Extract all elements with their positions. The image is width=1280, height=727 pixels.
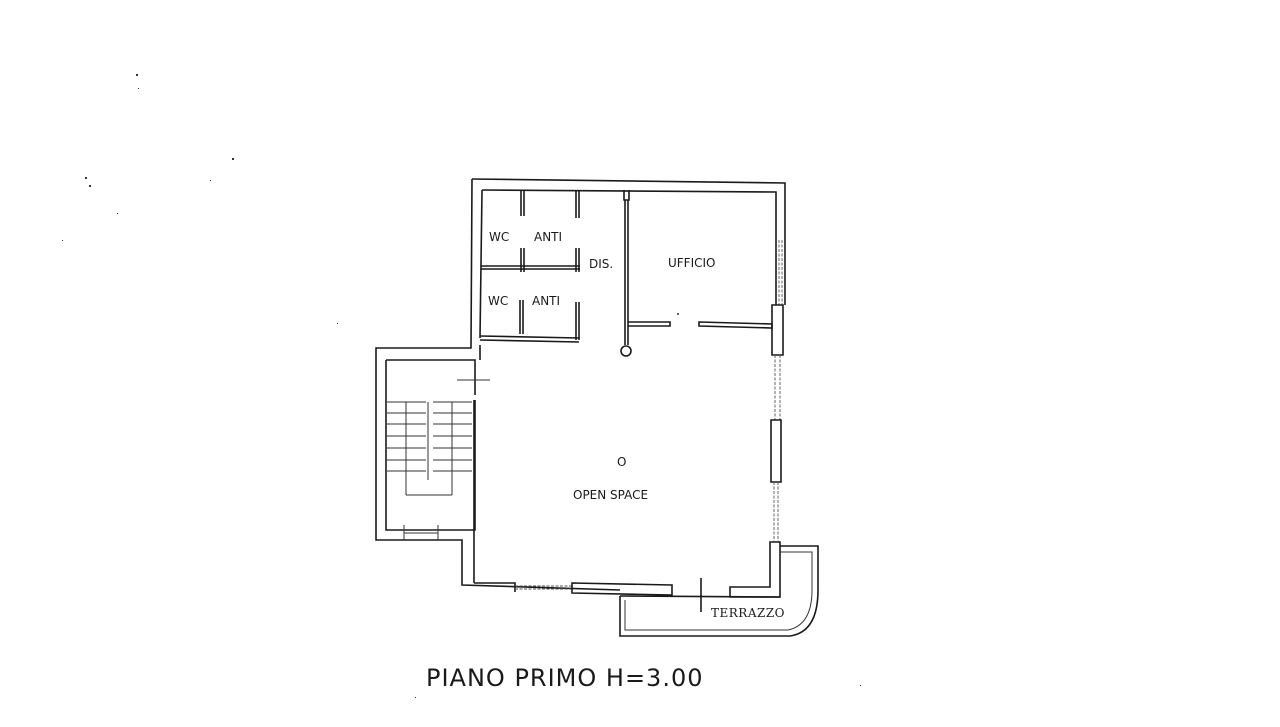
scan-specks bbox=[62, 74, 861, 698]
room-labels: WC ANTI WC ANTI DIS. UFFICIO OPEN SPACE … bbox=[488, 230, 785, 620]
column-marker-icon: O bbox=[617, 455, 626, 469]
stairwell bbox=[385, 359, 490, 540]
exterior-walls bbox=[375, 178, 786, 598]
room-label-wc-upper: WC bbox=[489, 230, 509, 244]
room-label-wc-lower: WC bbox=[488, 294, 508, 308]
room-label-anti-lower: ANTI bbox=[532, 294, 560, 308]
drawing-caption: PIANO PRIMO H=3.00 bbox=[426, 664, 704, 692]
room-label-open-space: OPEN SPACE bbox=[573, 488, 648, 502]
terrace bbox=[619, 545, 819, 637]
room-label-dis: DIS. bbox=[589, 257, 613, 271]
room-label-ufficio: UFFICIO bbox=[668, 256, 716, 270]
interior-walls bbox=[473, 190, 773, 612]
dot-marker bbox=[677, 313, 679, 315]
room-label-anti-upper: ANTI bbox=[534, 230, 562, 244]
room-label-terrazzo: TERRAZZO bbox=[711, 606, 785, 620]
